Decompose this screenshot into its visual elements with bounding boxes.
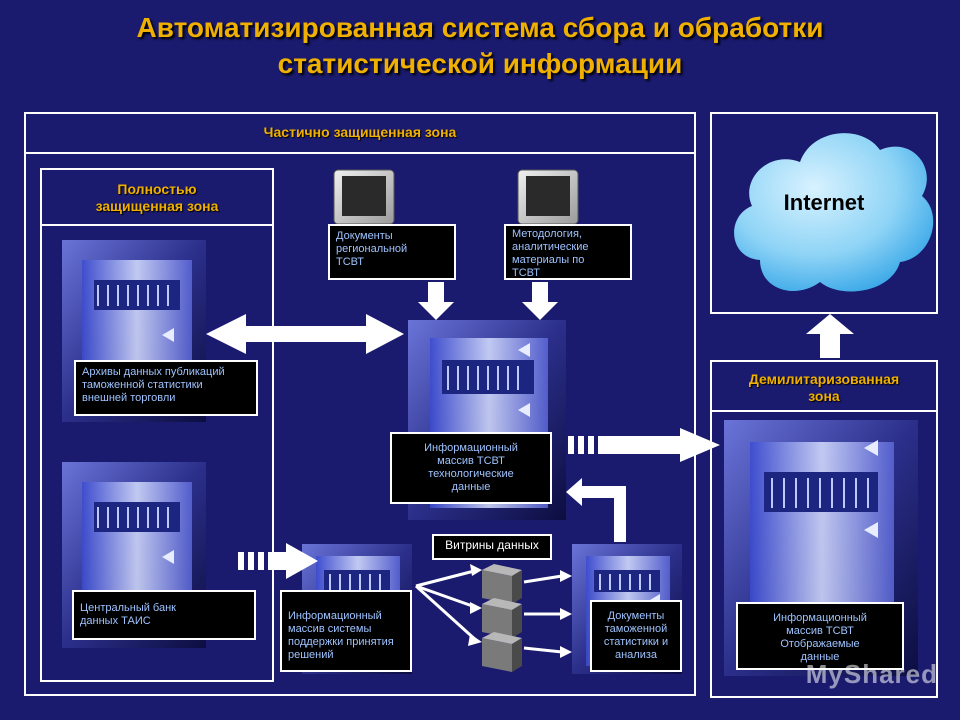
dmz-zone-header: Демилитаризованная зона xyxy=(712,362,936,412)
displayed-data-label: Информационный массив ТСВТ Отображаемые … xyxy=(736,602,904,670)
vitrines-label: Витрины данных xyxy=(432,534,552,560)
full-zone-header: Полностью защищенная зона xyxy=(42,170,272,226)
storage-server-icon xyxy=(482,598,522,638)
title-line-2: статистической информации xyxy=(277,48,683,79)
archives-label: Архивы данных публикаций таможенной стат… xyxy=(74,360,258,416)
watermark-logo: MyShared xyxy=(805,659,938,689)
arrow-down xyxy=(522,282,558,320)
dmz-zone: Демилитаризованная зона xyxy=(710,360,938,698)
arrow-bidirectional xyxy=(206,314,404,354)
partial-protected-zone: Частично защищенная зона xyxy=(24,112,696,696)
arrow-fan xyxy=(414,568,563,654)
title-line-1: Автоматизированная система сбора и обраб… xyxy=(136,12,824,43)
customs-docs-label: Документы таможенной статистики и анализ… xyxy=(590,600,682,672)
arrow-to-decision xyxy=(238,543,318,579)
arrow-down xyxy=(418,282,454,320)
methodology-label: Методология, аналитические материалы по … xyxy=(504,224,632,280)
internet-label: Internet xyxy=(783,190,865,215)
page-title: Автоматизированная система сбора и обраб… xyxy=(0,10,960,82)
decision-support-label: Информационный массив системы поддержки … xyxy=(280,590,412,672)
internet-zone xyxy=(710,112,938,314)
storage-server-icon xyxy=(482,564,522,604)
arrow-up-internet xyxy=(806,314,854,358)
regional-docs-label: Документы региональной ТСВТ xyxy=(328,224,456,280)
internet-cloud-icon xyxy=(734,133,934,292)
storage-server-icon xyxy=(482,632,522,672)
full-protected-zone: Полностью защищенная зона xyxy=(40,168,274,682)
arrow-heads xyxy=(468,564,572,658)
info-array-tech-label: Информационный массив ТСВТ технологическ… xyxy=(390,432,552,504)
arrow-to-dmz xyxy=(568,428,720,462)
partial-zone-header: Частично защищенная зона xyxy=(26,114,694,154)
arrow-return xyxy=(566,478,626,542)
central-bank-label: Центральный банк данных ТАИС xyxy=(72,590,256,640)
